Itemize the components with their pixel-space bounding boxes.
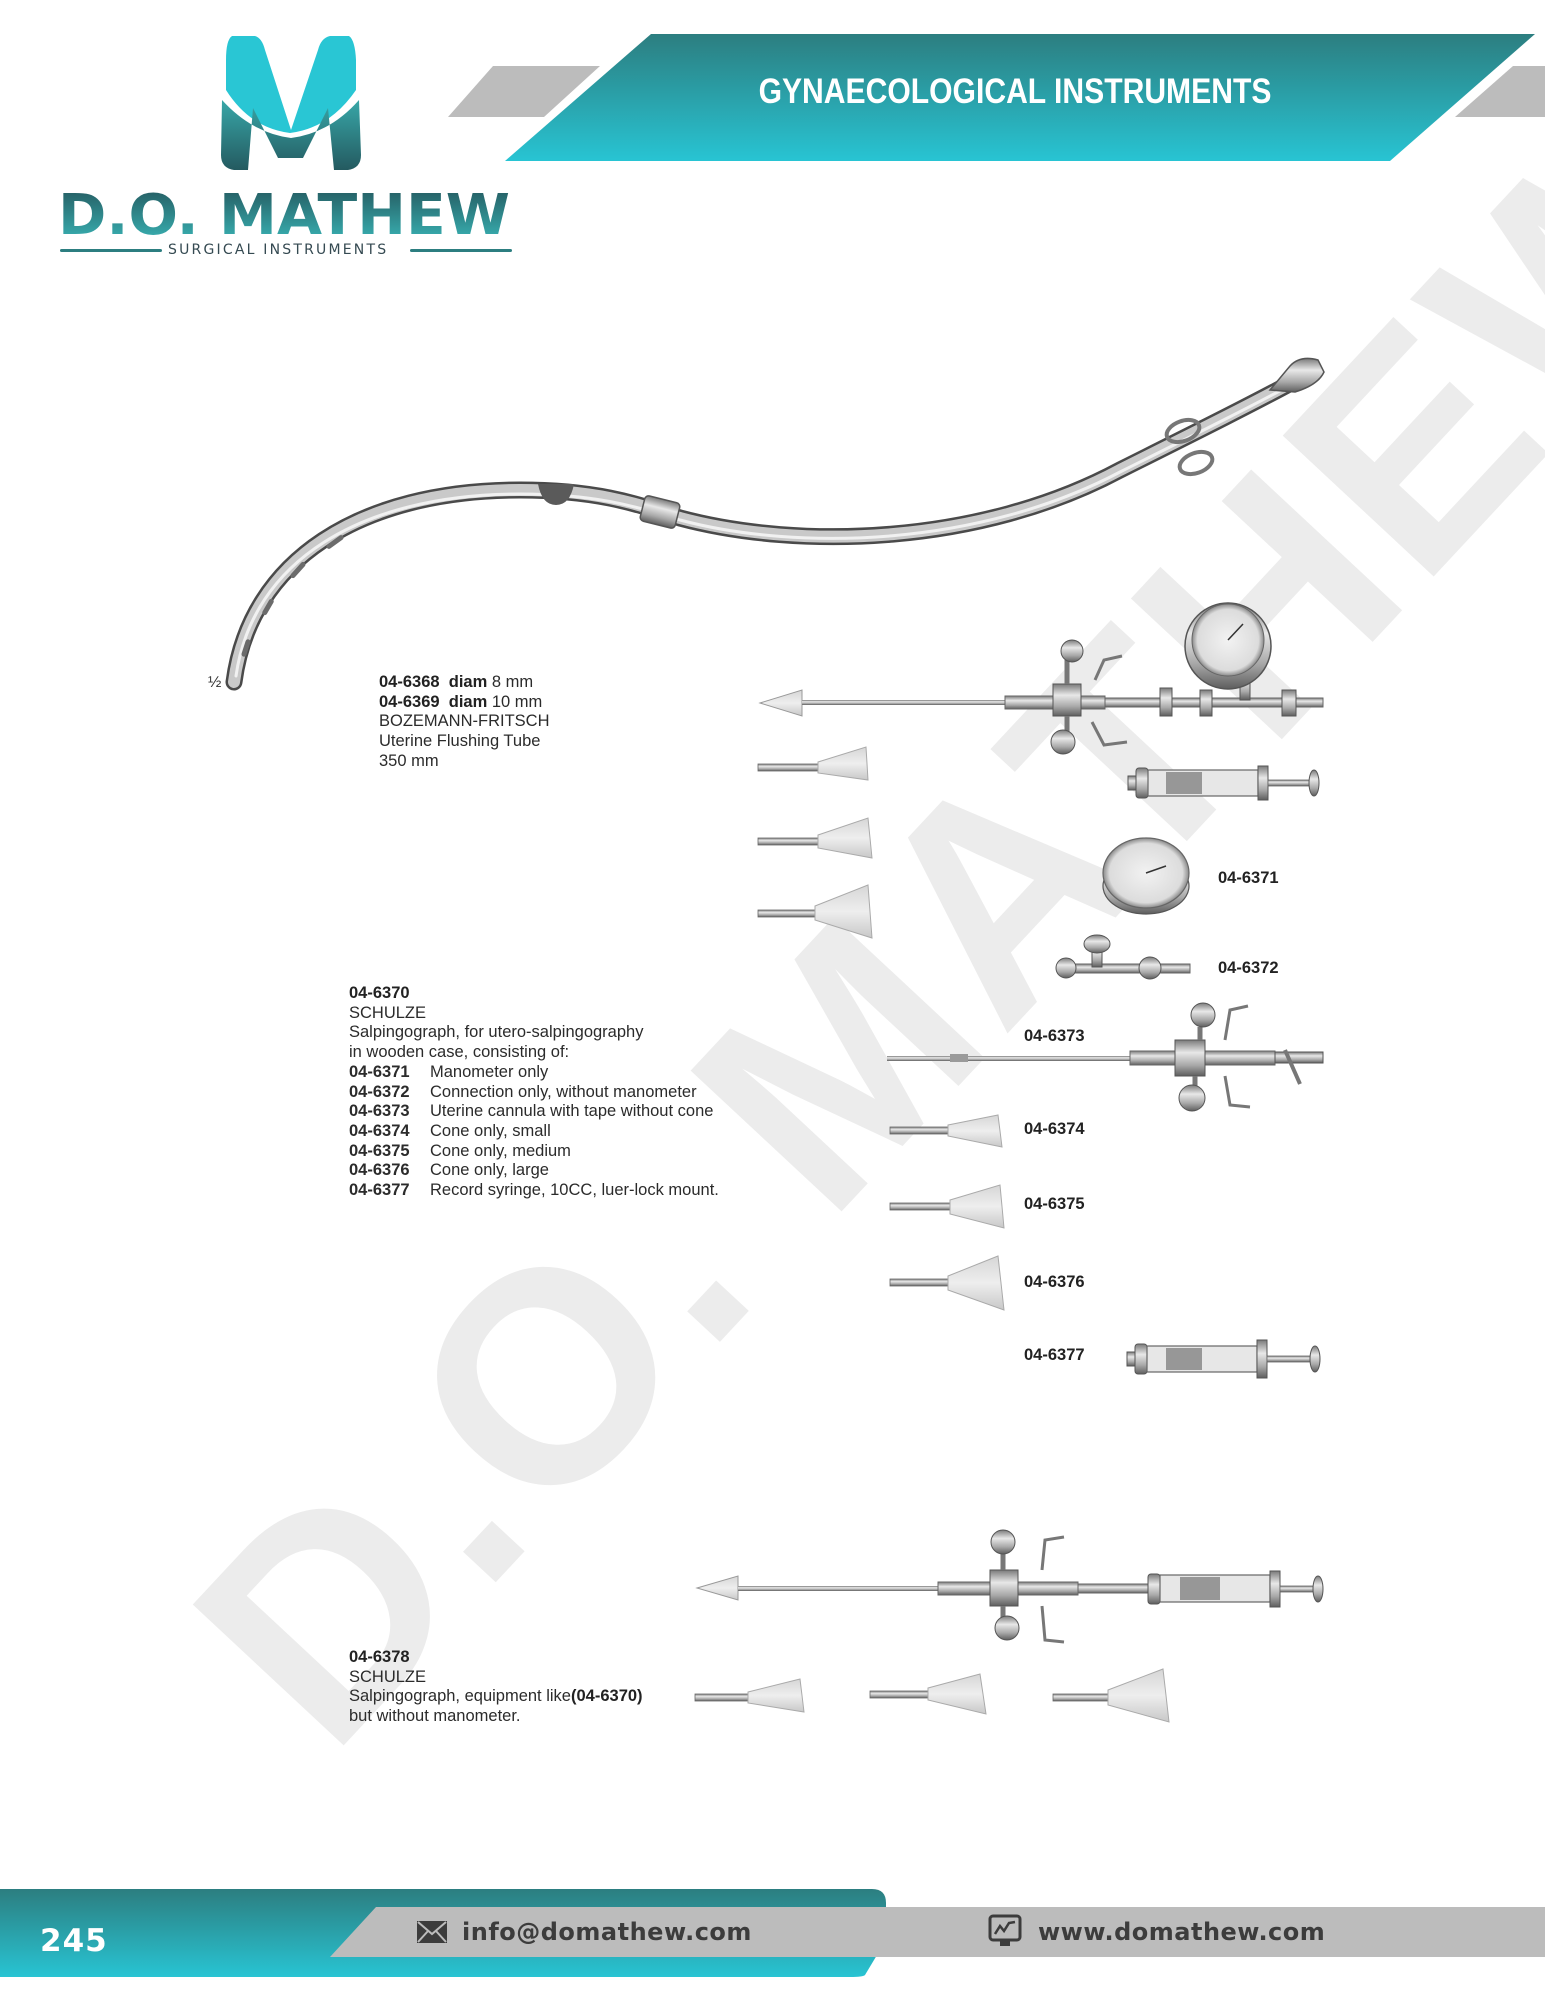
salpingograph-set-description: 04-6370 SCHULZE Salpingograph, for utero… <box>349 984 719 1201</box>
salpingograph-no-manometer-description: 04-6378 SCHULZE Salpingograph, equipment… <box>349 1648 643 1727</box>
product-name: SCHULZE <box>349 1003 427 1022</box>
cannula-image <box>887 1002 1324 1112</box>
label-manometer: 04-6371 <box>1218 869 1279 887</box>
logo-wordmark: D.O. MATHEW <box>58 183 510 242</box>
cone-large-image <box>889 1255 1005 1311</box>
product-description-2: but without manometer. <box>349 1707 521 1726</box>
flushing-tube-image <box>225 357 1325 691</box>
product-code: 04-6378 <box>349 1648 410 1666</box>
salpingograph-assembly-image <box>758 602 1324 755</box>
syringe-set <box>1127 765 1320 801</box>
label-connection: 04-6372 <box>1218 959 1279 977</box>
flushing-tube-description: 04-6368 diam 8 mm 04-6369 diam 10 mm BOZ… <box>379 673 550 772</box>
logo-tagline-line-right <box>410 249 512 252</box>
cone-row-bottom <box>694 1668 1170 1723</box>
label-cone-large: 04-6376 <box>1024 1273 1085 1291</box>
scale-mark: ½ <box>208 674 222 691</box>
footer-contact-bar <box>330 1907 1545 1957</box>
logo-mark <box>221 36 361 170</box>
product-description: Salpingograph, equipment like(04-6370) <box>349 1687 643 1706</box>
label-syringe: 04-6377 <box>1024 1346 1085 1364</box>
product-name: BOZEMANN-FRITSCH <box>379 712 550 731</box>
record-syringe-image <box>1126 1339 1321 1379</box>
cone-set-left <box>757 746 873 939</box>
label-cone-small: 04-6374 <box>1024 1120 1085 1138</box>
cone-medium-image <box>889 1184 1005 1229</box>
website-link[interactable]: www.domathew.com <box>1038 1918 1326 1946</box>
product-description: Salpingograph, for utero-salpingography <box>349 1023 644 1042</box>
spec-line-10mm: 04-6369 diam 10 mm <box>379 692 543 711</box>
banner-accent-right <box>1455 66 1545 117</box>
logo-tagline: SURGICAL INSTRUMENTS <box>168 242 389 258</box>
product-name: SCHULZE <box>349 1667 427 1686</box>
header-banner <box>505 34 1535 161</box>
label-cone-medium: 04-6375 <box>1024 1195 1085 1213</box>
cone-small-image <box>889 1114 1003 1148</box>
monitor-chart-icon <box>988 1914 1022 1946</box>
category-title: GYNAECOLOGICAL INSTRUMENTS <box>758 72 1272 111</box>
manometer-image <box>1102 837 1190 915</box>
banner-accent-left <box>448 66 600 117</box>
product-length: 350 mm <box>379 751 439 770</box>
product-code: 04-6370 <box>349 984 410 1002</box>
spec-line-8mm: 04-6368 diam 8 mm <box>379 673 534 691</box>
logo-tagline-line-left <box>60 249 162 252</box>
salpingograph-without-manometer-image <box>695 1529 1324 1644</box>
connection-image <box>1055 934 1191 980</box>
envelope-icon <box>417 1921 447 1943</box>
product-description: Uterine Flushing Tube <box>379 732 541 751</box>
product-description-2: in wooden case, consisting of: <box>349 1043 570 1062</box>
svg-text:D.O. MATHEW: D.O. MATHEW <box>58 183 510 242</box>
label-cannula: 04-6373 <box>1024 1027 1085 1045</box>
page-number: 245 <box>40 1923 108 1959</box>
email-link[interactable]: info@domathew.com <box>462 1918 752 1946</box>
